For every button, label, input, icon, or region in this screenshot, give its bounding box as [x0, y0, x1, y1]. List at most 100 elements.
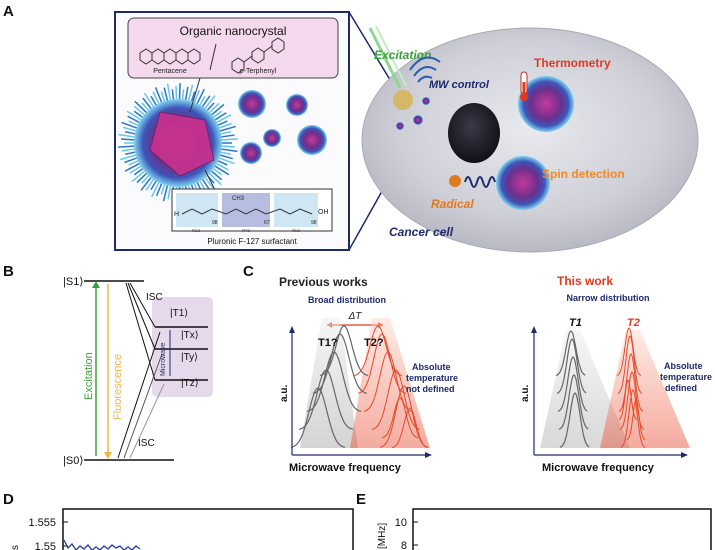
- this-peaks-area: [540, 327, 690, 448]
- cell-particle-3: [422, 97, 430, 105]
- polymer-subscript-1: 98: [212, 220, 218, 226]
- polymer-end-left: H: [174, 211, 179, 218]
- cancer-cell-body: [361, 27, 699, 253]
- plot-d-tick-2: 1.55: [35, 541, 56, 550]
- fluorescence-arrowhead: [104, 452, 112, 459]
- terphenyl-structure: [231, 37, 285, 74]
- surfactant-label: Pluronic F-127 surfactant: [207, 237, 297, 246]
- plot-e-yaxis-label: [MHz]: [377, 523, 388, 549]
- previous-y-arrowhead: [289, 326, 295, 333]
- mw-waves-icon: [409, 56, 441, 83]
- panel-letter-e: E: [356, 491, 366, 508]
- polymer-methyl: CH3: [232, 196, 245, 202]
- isc-arrow-tx: [129, 282, 156, 328]
- previous-works-title: Previous works: [279, 275, 368, 289]
- ty-label: |Ty⟩: [181, 352, 198, 363]
- cell-particle-2: [396, 122, 404, 130]
- polymer-unit-1: PEO: [192, 228, 200, 233]
- plot-e-tick-1: 10: [395, 517, 407, 529]
- cell-particle-1: [413, 115, 423, 125]
- isc-arrow-tz: [125, 282, 156, 381]
- s1-label: |S1⟩: [63, 276, 84, 288]
- plot-e-tick-2: 8: [401, 540, 407, 550]
- panel-letter-c: C: [243, 263, 254, 280]
- radical-icon: [449, 175, 461, 187]
- this-xaxis-label: Microwave frequency: [542, 462, 655, 474]
- panel-letter-d: D: [3, 491, 14, 508]
- decay-arrow-3: [129, 383, 165, 459]
- plot-d-yaxis-label: s: [10, 545, 21, 550]
- this-work-title: This work: [557, 274, 613, 288]
- excitation-beam-glow: [375, 25, 407, 87]
- nanocrystal-title: Organic nanocrystal: [180, 24, 287, 38]
- pointer-to-crystal: [189, 77, 201, 113]
- isc-bottom-label: ISC: [138, 438, 155, 449]
- excitation-vertical-label: Excitation: [83, 352, 95, 400]
- pentacene-label: Pentacene: [153, 68, 187, 75]
- spin-particle: [496, 156, 550, 210]
- t1-label: |T1⟩: [170, 308, 188, 319]
- molecule-divider: [209, 43, 217, 71]
- previous-note-line-2: temperature: [406, 373, 458, 383]
- zoom-line-top: [348, 11, 396, 89]
- excitation-arrowhead: [92, 281, 100, 288]
- t2-label-this: T2: [627, 317, 640, 329]
- previous-note-line-1: Absolute: [412, 362, 451, 372]
- polymer-subscript-3: 98: [311, 220, 317, 226]
- t1-question-label: T1?: [318, 337, 338, 349]
- plot-d-frame: [62, 508, 354, 550]
- polymer-subscript-2: 67: [264, 220, 270, 226]
- polymer-unit-3: PEO: [292, 228, 300, 233]
- plot-d-trace: [63, 539, 141, 550]
- this-x-arrowhead: [681, 452, 688, 458]
- thermometry-particle: [518, 76, 574, 132]
- previous-x-arrowhead: [425, 452, 432, 458]
- previous-peaks-area: [290, 318, 430, 449]
- polymer-chain: [181, 208, 313, 215]
- plot-e-frame: [412, 508, 712, 550]
- tz-label: |Tz⟩: [181, 378, 199, 389]
- this-y-arrowhead: [531, 326, 537, 333]
- thermometry-label: Thermometry: [534, 56, 611, 70]
- broad-distribution-label: Broad distribution: [308, 295, 386, 305]
- mw-control-label: MW control: [429, 79, 490, 91]
- isc-top-label: ISC: [146, 292, 163, 303]
- this-note-line-1: Absolute: [664, 361, 703, 371]
- polymer-end-right: OH: [318, 209, 329, 216]
- delta-t-label: ΔT: [348, 311, 363, 322]
- cancer-cell-label: Cancer cell: [389, 225, 454, 239]
- narrow-distribution-label: Narrow distribution: [567, 293, 650, 303]
- thermometer-bulb: [520, 93, 528, 101]
- fluorescence-vertical-label: Fluorescence: [112, 354, 124, 420]
- this-note-line-2: temperature: [660, 372, 712, 382]
- plot-d-tick-1: 1.555: [28, 517, 56, 529]
- large-nanoparticle: [118, 83, 238, 203]
- triplet-box: [152, 297, 213, 397]
- decay-arrow-2: [123, 353, 163, 459]
- thermometer-fill: [522, 82, 526, 94]
- microwave-vertical-label: Microwave: [160, 342, 167, 376]
- cell-particle-excited: [393, 90, 413, 110]
- cell-nucleus: [448, 103, 500, 163]
- this-yaxis-label: a.u.: [520, 385, 531, 402]
- radical-spring-icon: [464, 176, 496, 188]
- spin-detection-label: Spin detection: [542, 167, 625, 181]
- isc-arrow-ty: [127, 282, 156, 350]
- terphenyl-prefix: p: [239, 68, 244, 75]
- excitation-label: Excitation: [374, 48, 431, 62]
- ppo-block: [222, 193, 270, 227]
- terphenyl-rest: -Terphenyl: [244, 68, 277, 75]
- radical-label: Radical: [431, 197, 474, 211]
- previous-xaxis-label: Microwave frequency: [289, 462, 402, 474]
- previous-note-line-3: not defined: [406, 384, 455, 394]
- t1-label-this: T1: [569, 317, 582, 329]
- terphenyl-label: p-Terphenyl: [239, 68, 277, 75]
- pentacene-structure: [139, 48, 201, 65]
- this-note-line-3: defined: [665, 383, 697, 393]
- s0-label: |S0⟩: [63, 455, 84, 467]
- panel-letter-a: A: [3, 3, 14, 20]
- t2-question-label: T2?: [364, 337, 384, 349]
- panel-letter-b: B: [3, 263, 14, 280]
- tx-label: |Tx⟩: [181, 330, 199, 341]
